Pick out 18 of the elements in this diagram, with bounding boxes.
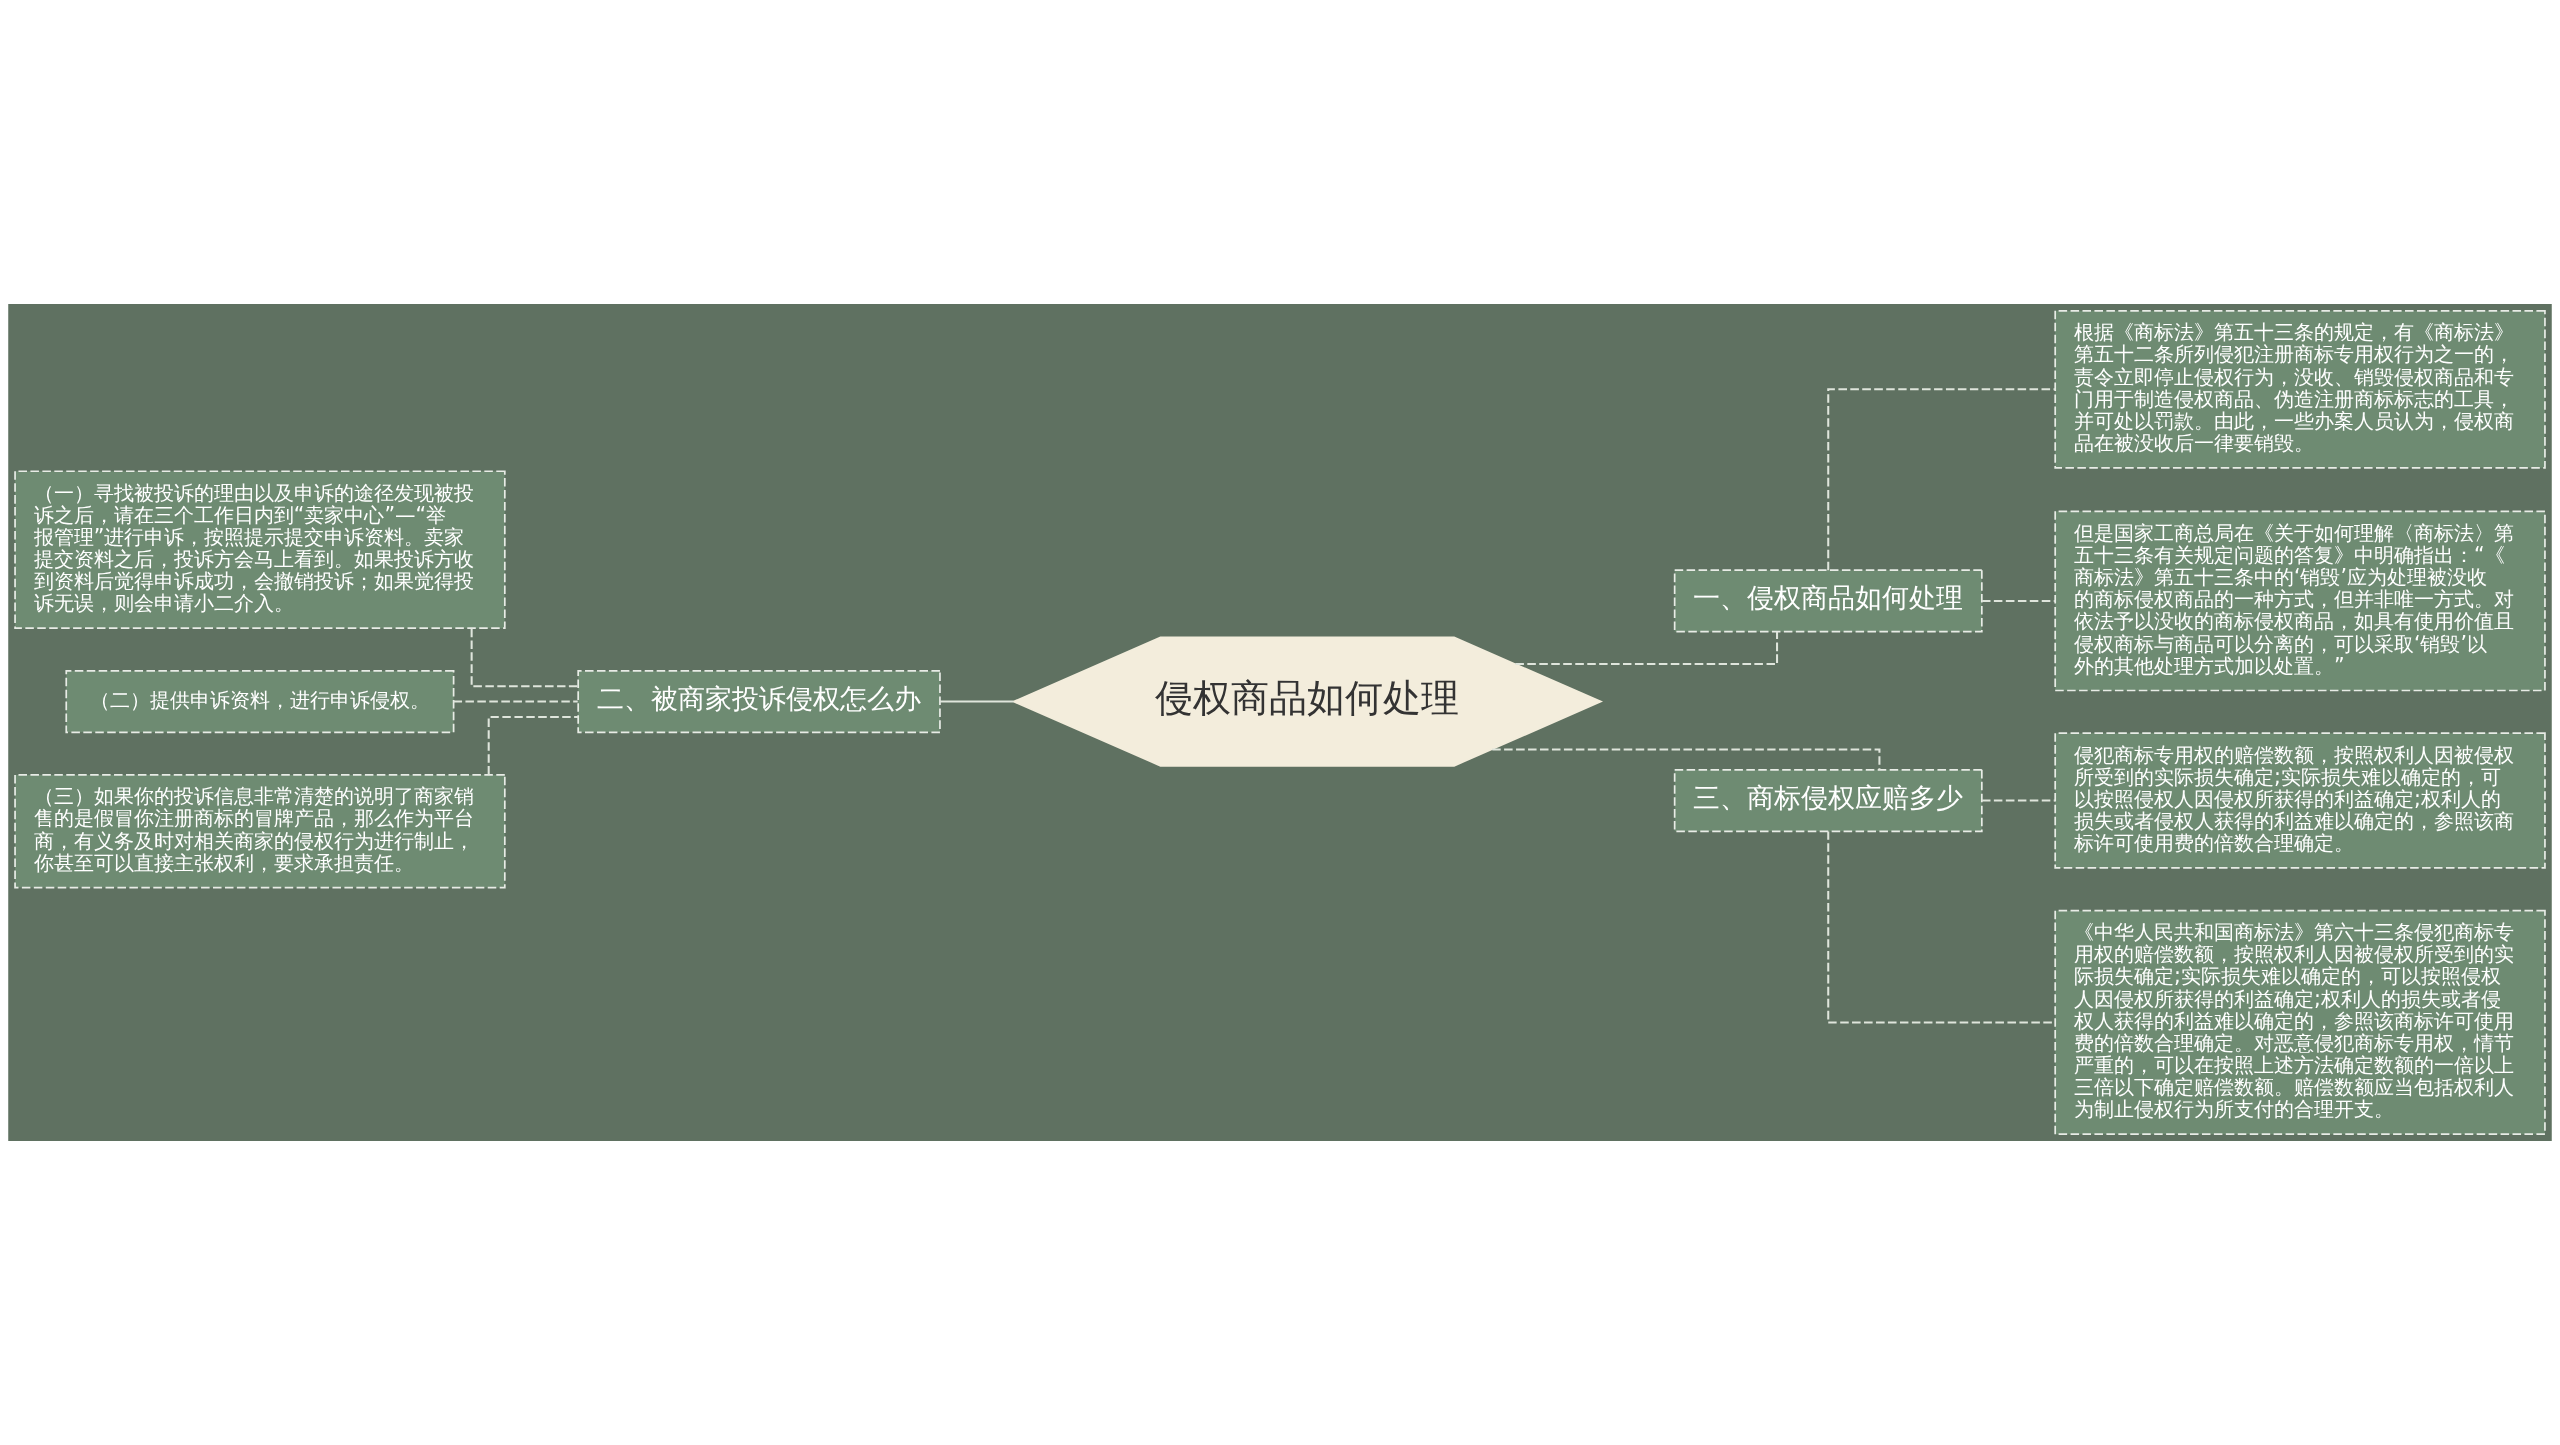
node-box: 二、被商家投诉侵权怎么办 (577, 670, 941, 734)
node-box: 《中华人民共和国商标法》第六十三条侵犯商标专用权的赔偿数额，按照权利人因被侵权所受到的实际损失确定;实际损失难以确定的，可以按照侵权人因侵权所获得的利益确定;权利人的损失或者侵权人获得的利益难以确定的，参照该商标许可使用费的倍数合理确定。对恶意侵犯商标专用权，情节严重的，可以在按照上述方法确定数额的一倍以上三倍以下确定赔偿数额。赔偿数额应当包括权利人为制止侵权行为所支付的合理开支。 (2054, 909, 2546, 1136)
node-box: 一、侵权商品如何处理 (1673, 569, 1983, 633)
node-box: 但是国家工商总局在《关于如何理解〈商标法〉第五十三条有关规定问题的答复》中明确指出：“《商标法》第五十三条中的‘销毁’应为处理被没收的商标侵权商品的一种方式，但并非唯一方式。对依法予以没收的商标侵权商品，如具有使用价值且侵权商标与商品可以分离的，可以采取‘销毁’以外的其他处理方式加以处置。” (2054, 510, 2546, 692)
node-box: （一）寻找被投诉的理由以及申诉的途径发现被投诉之后，请在三个工作日内到“卖家中心”—“举报管理”进行申诉，按照提示提交申诉资料。卖家提交资料之后，投诉方会马上看到。如果投诉方收到资料后觉得申诉成功，会撤销投诉；如果觉得投诉无误，则会申请小二介入。 (14, 470, 506, 630)
node-box: 侵犯商标专用权的赔偿数额，按照权利人因被侵权所受到的实际损失确定;实际损失难以确定的，可以按照侵权人因侵权所获得的利益确定;权利人的损失或者侵权人获得的利益难以确定的，参照该商标许可使用费的倍数合理确定。 (2054, 732, 2546, 869)
connector (453, 700, 578, 703)
node-box: （三）如果你的投诉信息非常清楚的说明了商家销售的是假冒你注册商标的冒牌产品，那么作为平台商，有义务及时对相关商家的侵权行为进行制止，你甚至可以直接主张权利，要求承担责任。 (14, 774, 506, 889)
connector (940, 700, 1014, 703)
connector (487, 715, 578, 775)
connector (470, 628, 578, 688)
connector (1515, 631, 1779, 666)
node-box: 三、商标侵权应赔多少 (1673, 769, 1983, 833)
connector (1827, 388, 2056, 571)
connector (1982, 799, 2055, 802)
node-box: 根据《商标法》第五十三条的规定，有《商标法》第五十二条所列侵犯注册商标专用权行为之一的，责令立即停止侵权行为，没收、销毁侵权商品和专门用于制造侵权商品、伪造注册商标标志的工具，并可处以罚款。由此，一些办案人员认为，侵权商品在被没收后一律要销毁。 (2054, 309, 2546, 469)
connector (1982, 599, 2055, 602)
node-box: （二）提供申诉资料，进行申诉侵权。 (65, 670, 455, 734)
